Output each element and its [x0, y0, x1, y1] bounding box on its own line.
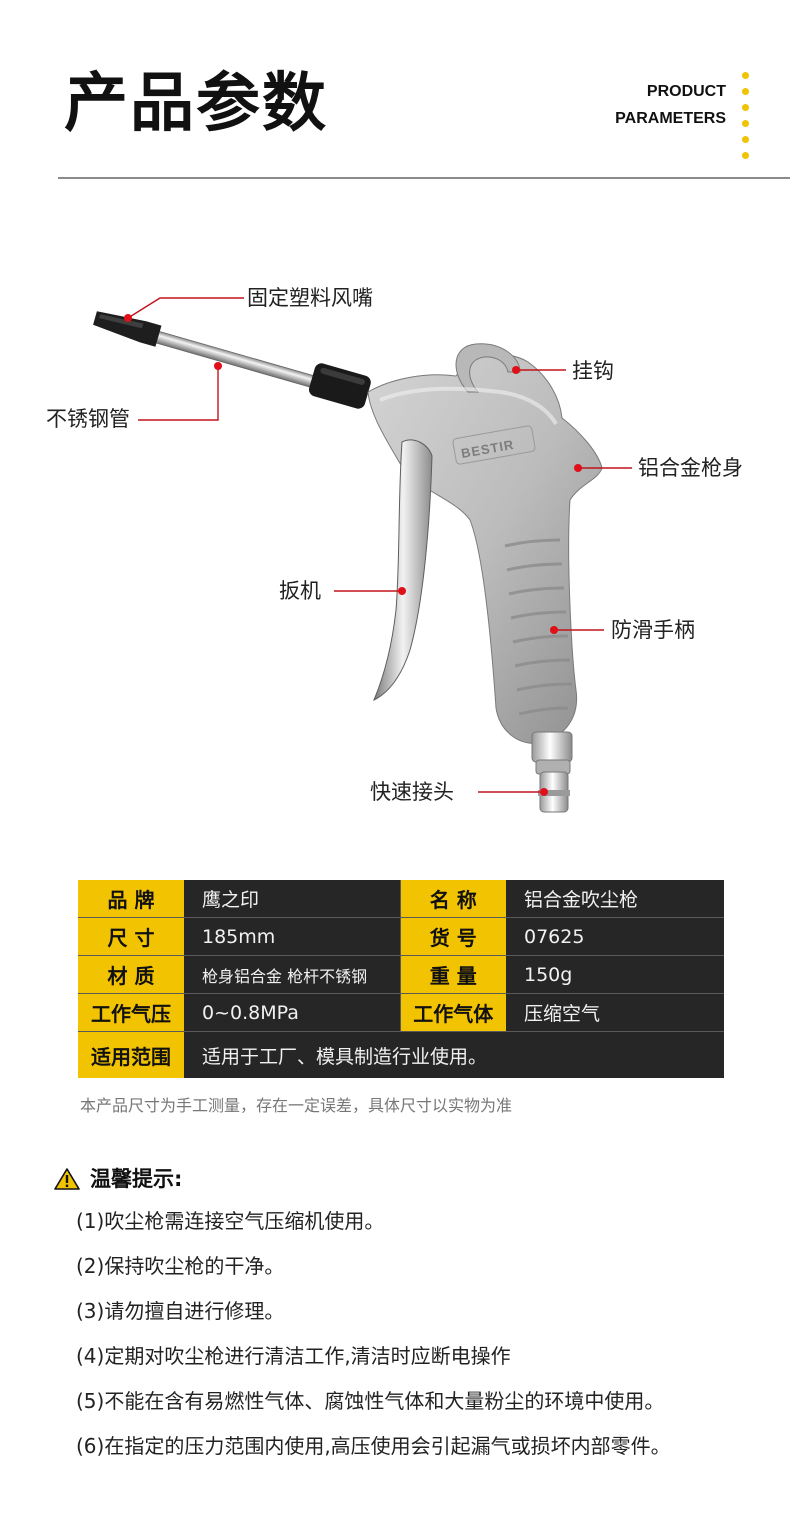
callout-lines	[127, 297, 632, 793]
callout-body: 铝合金枪身	[638, 456, 743, 480]
header-divider	[58, 177, 790, 179]
trigger	[373, 439, 433, 702]
callout-connector: 快速接头	[370, 780, 454, 804]
spec-key: 货 号	[399, 917, 506, 956]
table-row: 适用范围 适用于工厂、模具制造行业使用。	[78, 1031, 724, 1078]
plastic-nozzle	[93, 311, 162, 347]
spec-value: 枪身铝合金 枪杆不锈钢	[184, 955, 400, 994]
tube-collar	[308, 363, 371, 409]
tip-item: (1)吹尘枪需连接空气压缩机使用。	[76, 1209, 385, 1233]
tips-title: 温馨提示:	[90, 1167, 183, 1191]
spec-key: 材 质	[78, 955, 184, 994]
subtitle-line-2: PARAMETERS	[615, 110, 726, 127]
air-blow-gun-image: BESTIR	[93, 297, 632, 813]
callout-hook: 挂钩	[572, 359, 614, 383]
spec-key: 工作气体	[399, 993, 506, 1032]
spec-value: 07625	[506, 917, 724, 956]
warning-icon	[54, 1168, 80, 1190]
spec-value: 铝合金吹尘枪	[506, 880, 724, 918]
tip-item: (6)在指定的压力范围内使用,高压使用会引起漏气或损坏内部零件。	[76, 1434, 671, 1458]
tips-heading: 温馨提示:	[54, 1163, 182, 1194]
table-row: 材 质 枪身铝合金 枪杆不锈钢 重 量 150g	[78, 955, 724, 994]
grip-ridges	[504, 538, 573, 716]
spec-key: 尺 寸	[78, 917, 184, 956]
callout-dots	[124, 314, 582, 796]
callout-tube: 不锈钢管	[46, 407, 130, 431]
spec-key: 工作气压	[78, 993, 184, 1032]
hook	[455, 343, 521, 393]
spec-value: 0~0.8MPa	[184, 993, 400, 1032]
decorative-dots	[742, 72, 752, 168]
quick-connector	[531, 731, 573, 813]
tip-item: (2)保持吹尘枪的干净。	[76, 1254, 285, 1278]
stainless-tube	[149, 330, 329, 391]
table-row: 工作气压 0~0.8MPa 工作气体 压缩空气	[78, 993, 724, 1032]
measurement-note: 本产品尺寸为手工测量，存在一定误差，具体尺寸以实物为准	[80, 1096, 513, 1115]
spec-value: 185mm	[184, 917, 400, 956]
product-diagram: BESTIR 固定塑	[0, 190, 790, 840]
subtitle-line-1: PRODUCT	[646, 83, 726, 100]
spec-key: 适用范围	[78, 1031, 184, 1078]
tip-item: (3)请勿擅自进行修理。	[76, 1299, 285, 1323]
table-row: 品 牌 鹰之印 名 称 铝合金吹尘枪	[78, 880, 724, 918]
spec-table: 品 牌 鹰之印 名 称 铝合金吹尘枪 尺 寸 185mm 货 号 07625 材…	[78, 880, 724, 1078]
tip-item: (4)定期对吹尘枪进行清洁工作,清洁时应断电操作	[76, 1344, 511, 1368]
spec-key: 品 牌	[78, 880, 184, 918]
callout-trigger: 扳机	[279, 579, 321, 603]
spec-value: 150g	[506, 955, 724, 994]
spec-key: 重 量	[399, 955, 506, 994]
tip-item: (5)不能在含有易燃性气体、腐蚀性气体和大量粉尘的环境中使用。	[76, 1389, 665, 1413]
table-row: 尺 寸 185mm 货 号 07625	[78, 917, 724, 956]
spec-value: 适用于工厂、模具制造行业使用。	[184, 1031, 724, 1078]
callout-grip: 防滑手柄	[611, 618, 695, 642]
spec-key: 名 称	[399, 880, 506, 918]
spec-value: 压缩空气	[506, 993, 724, 1032]
page-title: 产品参数	[64, 67, 328, 141]
spec-value: 鹰之印	[184, 880, 400, 918]
page-subtitle-en: PRODUCT PARAMETERS	[526, 78, 726, 132]
callout-nozzle: 固定塑料风嘴	[247, 286, 373, 310]
